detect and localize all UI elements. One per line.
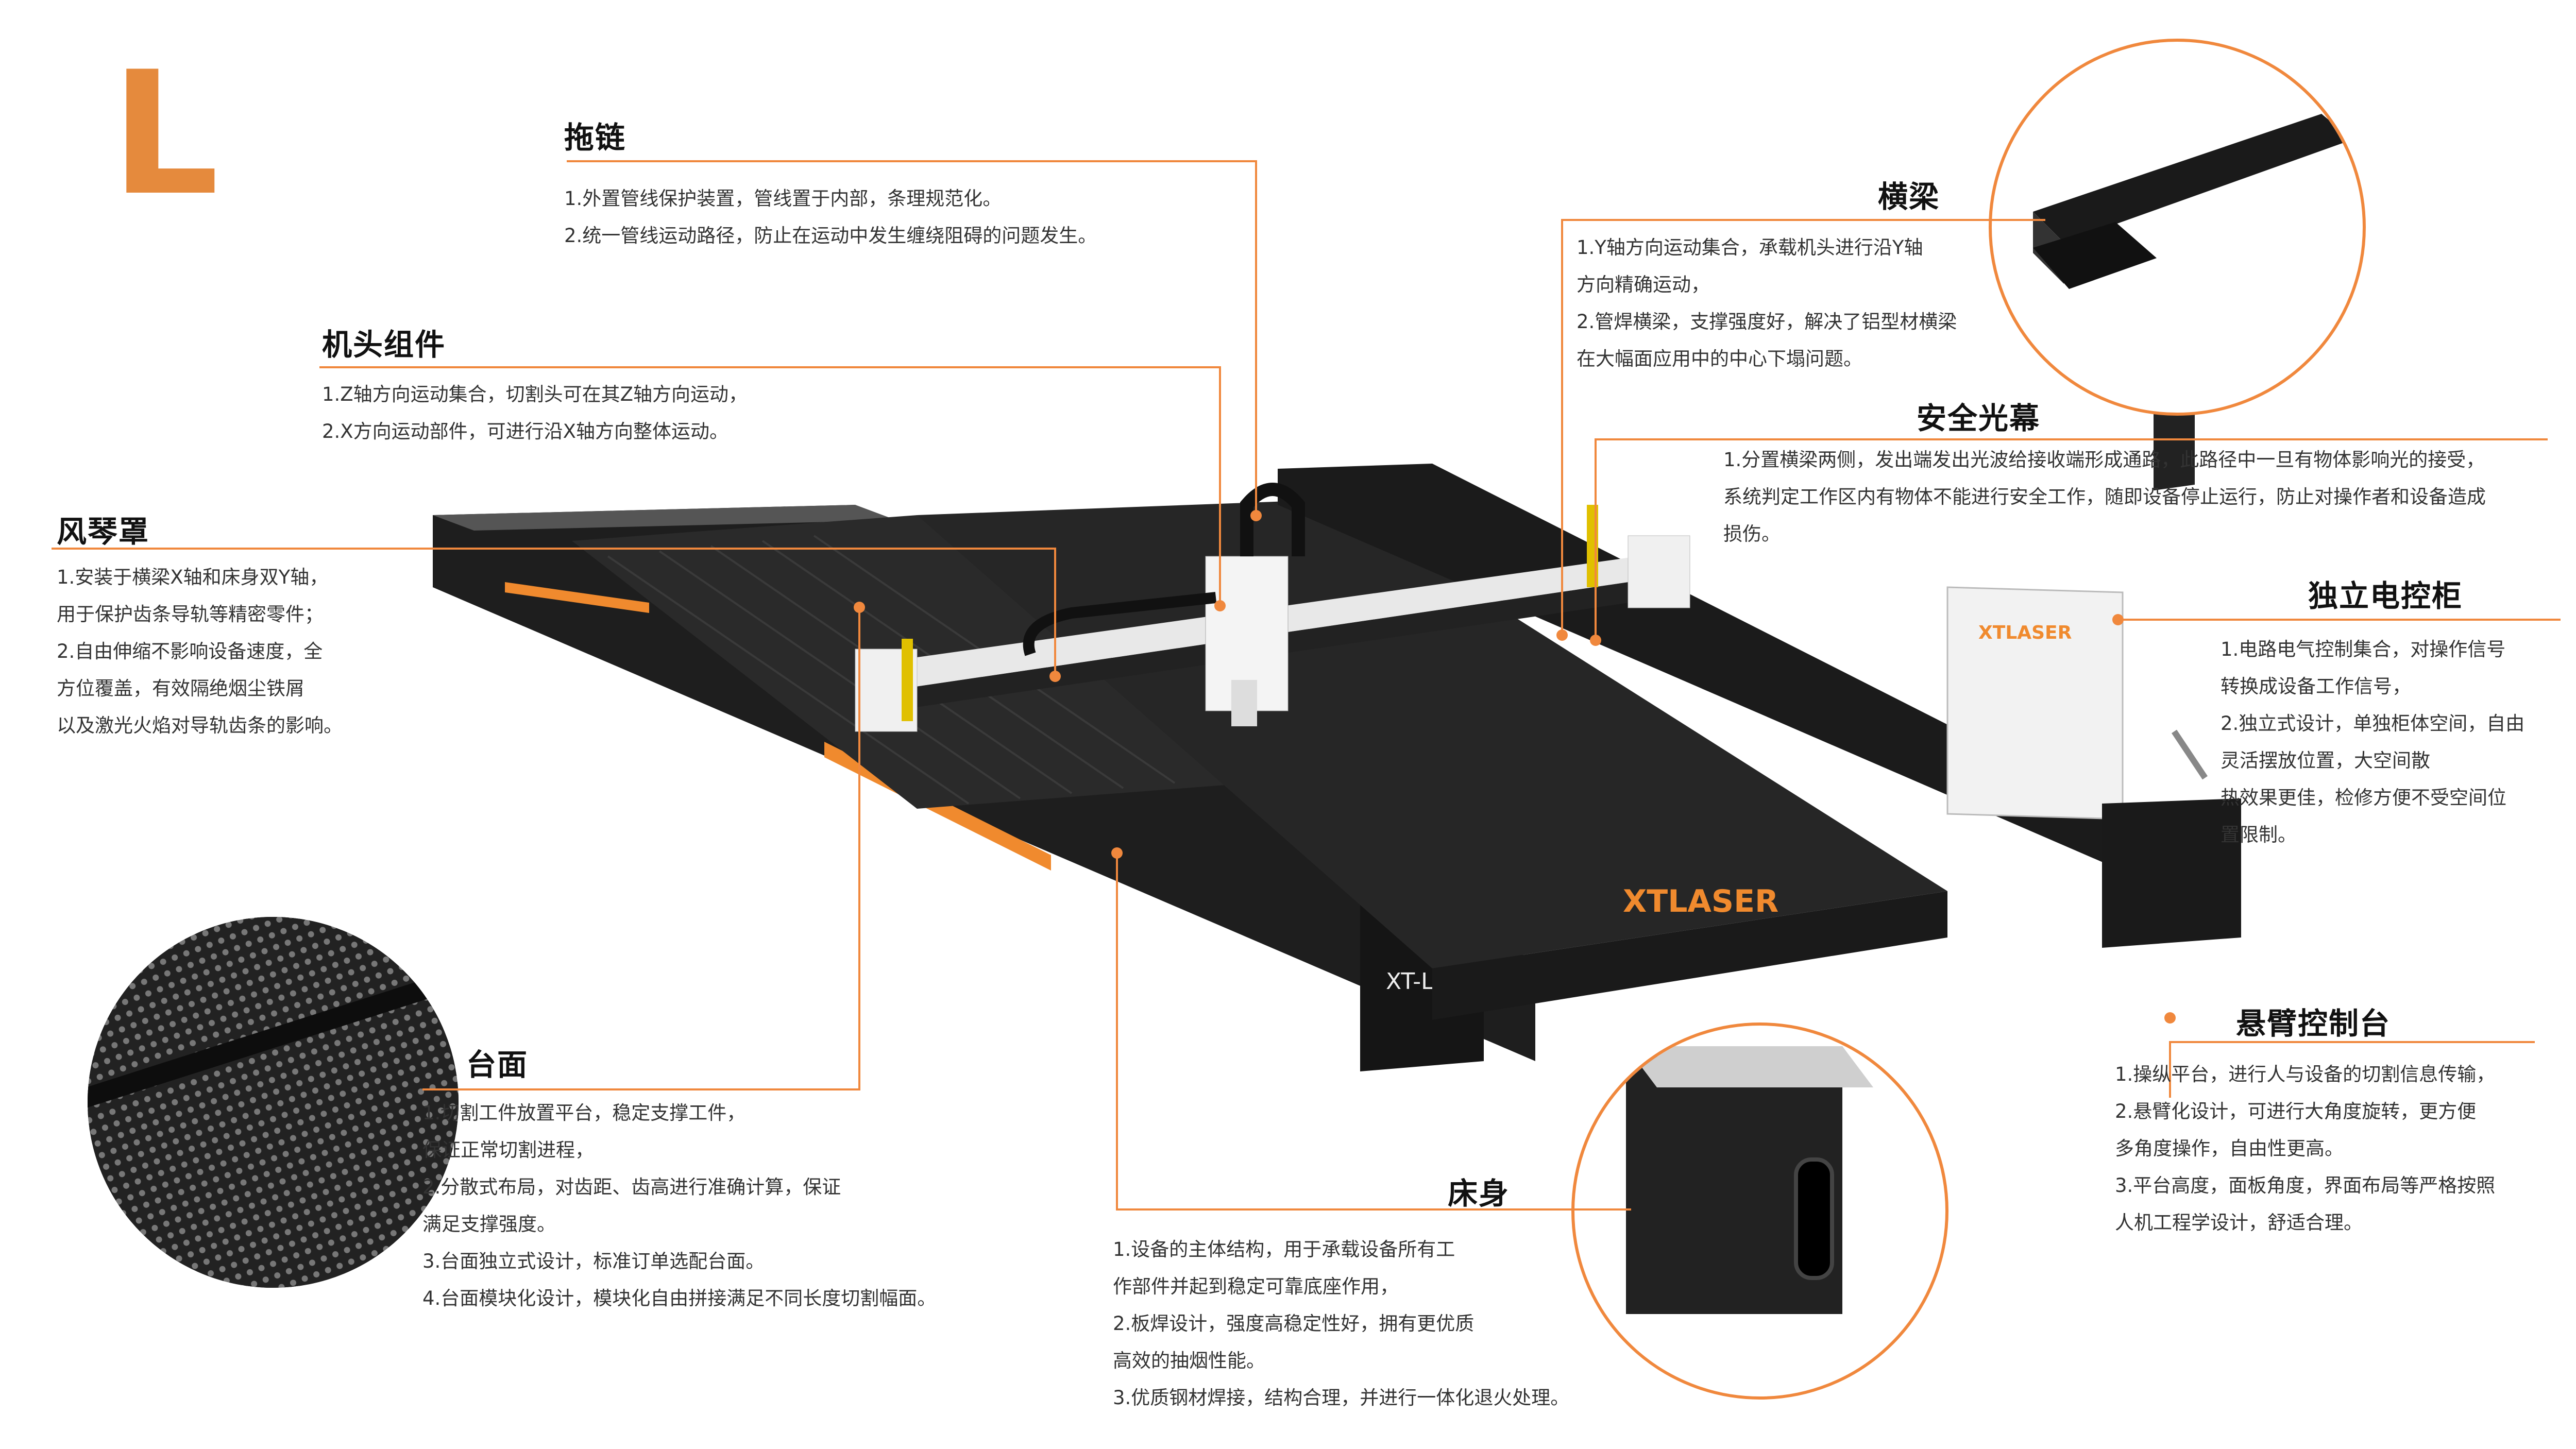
worktable-line: 满足支撑强度。 — [422, 1213, 556, 1235]
beam-title: 横梁 — [1878, 179, 1940, 214]
bellows-cover-description: 1.安装于横梁X轴和床身双Y轴， 用于保护齿条导轨等精密零件； 2.自由伸缩不影… — [57, 559, 343, 744]
beam-detail-circle — [1989, 39, 2366, 416]
bed-line: 高效的抽烟性能。 — [1113, 1350, 1265, 1372]
safety-curtain-description: 1.分置横梁两侧，发出端发出光波给接收端形成通路，此路径中一旦有物体影响光的接受… — [1723, 441, 2486, 553]
safety-curtain-line: 损伤。 — [1723, 523, 1781, 545]
worktable-line: 4.台面模块化设计，模块化自由拼接满足不同长度切割幅面。 — [422, 1287, 937, 1309]
drag-chain-title: 拖链 — [564, 120, 626, 155]
worktable-description: 1.切割工件放置平台，稳定支撑工件， 保证正常切割进程， 2.分散式布局，对齿距… — [422, 1095, 936, 1317]
beam-line: 1.Y轴方向运动集合，承载机头进行沿Y轴 — [1577, 236, 1923, 259]
drag-chain-description: 1.外置管线保护装置，管线置于内部，条理规范化。 2.统一管线运动路径，防止在运… — [564, 180, 1097, 254]
worktable-line: 保证正常切割进程， — [422, 1139, 594, 1161]
cantilever-console-line: 1.操纵平台，进行人与设备的切割信息传输， — [2115, 1063, 2496, 1085]
control-cabinet-line: 热效果更佳，检修方便不受空间位 — [2221, 787, 2506, 809]
worktable-line: 3.台面独立式设计，标准订单选配台面。 — [422, 1250, 765, 1272]
bed-line: 2.板焊设计，强度高稳定性好，拥有更优质 — [1113, 1312, 1475, 1335]
control-cabinet-line: 2.独立式设计，单独柜体空间，自由 — [2221, 712, 2525, 735]
series-letter: L — [111, 35, 219, 233]
worktable-title: 台面 — [466, 1047, 529, 1082]
bellows-cover-line: 以及激光火焰对导轨齿条的影响。 — [57, 714, 343, 737]
control-cabinet-line: 置限制。 — [2221, 824, 2297, 846]
bellows-cover-line: 1.安装于横梁X轴和床身双Y轴， — [57, 566, 329, 588]
bellows-cover-line: 用于保护齿条导轨等精密零件； — [57, 603, 324, 625]
cabinet-logo: XTLASER — [1978, 622, 2072, 643]
cantilever-console-line: 3.平台高度，面板角度，界面布局等严格按照 — [2115, 1174, 2496, 1197]
laser-cutting-machine-illustration: XT-L30160 XTLASER XTLASER — [433, 397, 2241, 1071]
bed-detail-circle — [1571, 1022, 1948, 1400]
head-assembly-line: 1.Z轴方向运动集合，切割头可在其Z轴方向运动， — [322, 383, 748, 405]
bellows-cover-line: 方位覆盖，有效隔绝烟尘铁屑 — [57, 677, 304, 700]
cantilever-console-line: 多角度操作，自由性更高。 — [2115, 1137, 2344, 1160]
bed-logo: XTLASER — [1623, 883, 1778, 919]
cantilever-console-line: 2.悬臂化设计，可进行大角度旋转，更方便 — [2115, 1100, 2477, 1122]
control-cabinet-line: 1.电路电气控制集合，对操作信号 — [2221, 638, 2506, 660]
control-cabinet-description: 1.电路电气控制集合，对操作信号 转换成设备工作信号， 2.独立式设计，单独柜体… — [2221, 631, 2524, 854]
control-cabinet-line: 灵活摆放位置，大空间散 — [2221, 749, 2430, 772]
beam-line: 方向精确运动， — [1577, 274, 1710, 296]
beam-line: 2.管焊横梁，支撑强度好，解决了铝型材横梁 — [1577, 311, 1957, 333]
worktable-line: 2.分散式布局，对齿距、齿高进行准确计算，保证 — [422, 1176, 841, 1198]
control-cabinet-title: 独立电控柜 — [2308, 578, 2463, 613]
cantilever-console-line: 人机工程学设计，舒适合理。 — [2115, 1212, 2363, 1234]
beam-description: 1.Y轴方向运动集合，承载机头进行沿Y轴 方向精确运动， 2.管焊横梁，支撑强度… — [1577, 229, 1957, 378]
bed-line: 3.优质钢材焊接，结构合理，并进行一体化退火处理。 — [1113, 1387, 1570, 1409]
bellows-cover-title: 风琴罩 — [57, 514, 150, 549]
cantilever-console-description: 1.操纵平台，进行人与设备的切割信息传输， 2.悬臂化设计，可进行大角度旋转，更… — [2115, 1056, 2495, 1241]
safety-curtain-line: 系统判定工作区内有物体不能进行安全工作，随即设备停止运行，防止对操作者和设备造成 — [1723, 486, 2486, 508]
head-assembly-title: 机头组件 — [322, 327, 446, 362]
worktable-line: 1.切割工件放置平台，稳定支撑工件， — [422, 1102, 746, 1124]
head-assembly-description: 1.Z轴方向运动集合，切割头可在其Z轴方向运动， 2.X方向运动部件，可进行沿X… — [322, 376, 748, 450]
drag-chain-line: 2.统一管线运动路径，防止在运动中发生缠绕阻碍的问题发生。 — [564, 225, 1097, 247]
safety-curtain-line: 1.分置横梁两侧，发出端发出光波给接收端形成通路，此路径中一旦有物体影响光的接受… — [1723, 449, 2485, 471]
cantilever-console-title: 悬臂控制台 — [2236, 1006, 2391, 1041]
bed-line: 作部件并起到稳定可靠底座作用， — [1113, 1275, 1399, 1298]
control-cabinet-line: 转换成设备工作信号， — [2221, 675, 2411, 697]
worktable-detail-circle — [88, 917, 459, 1288]
bed-description: 1.设备的主体结构，用于承载设备所有工 作部件并起到稳定可靠底座作用， 2.板焊… — [1113, 1231, 1569, 1417]
safety-curtain-title: 安全光幕 — [1917, 401, 2041, 436]
drag-chain-line: 1.外置管线保护装置，管线置于内部，条理规范化。 — [564, 187, 1002, 210]
bed-title: 床身 — [1448, 1176, 1510, 1211]
beam-line: 在大幅面应用中的中心下塌问题。 — [1577, 348, 1862, 370]
bed-line: 1.设备的主体结构，用于承载设备所有工 — [1113, 1238, 1455, 1260]
head-assembly-line: 2.X方向运动部件，可进行沿X轴方向整体运动。 — [322, 420, 728, 442]
bellows-cover-line: 2.自由伸缩不影响设备速度，全 — [57, 640, 323, 662]
